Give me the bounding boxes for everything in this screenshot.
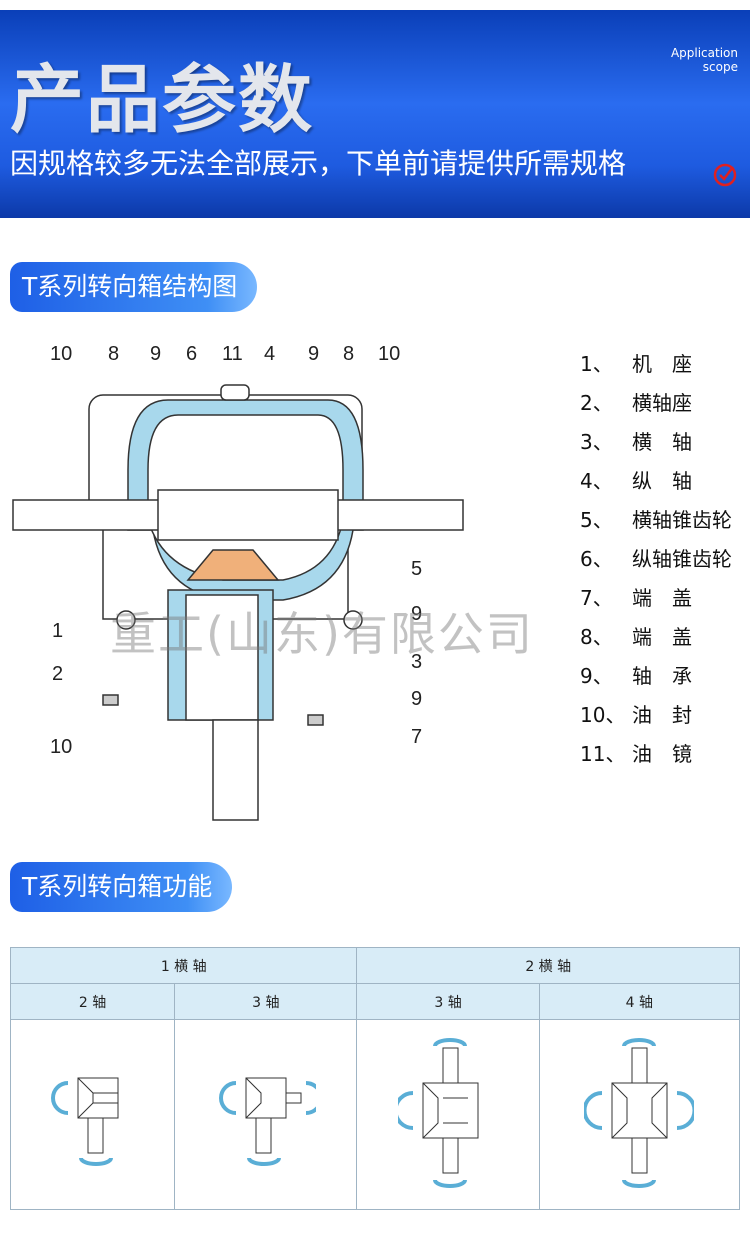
legend-number: 9、 [580, 664, 613, 688]
gearbox-3-axis-icon [218, 1077, 323, 1166]
legend-label: 油 镜 [632, 742, 692, 766]
page-title: 产品参数 [10, 57, 314, 143]
col-header: 2 轴 [9, 983, 176, 1020]
section-title-function: T系列转向箱功能 [10, 862, 233, 912]
callout-1: 1 [52, 620, 63, 642]
legend-label: 纵轴锥齿轮 [632, 547, 732, 571]
callout-9: 9 [150, 343, 161, 365]
legend-label: 横轴座 [632, 391, 692, 415]
config-2-axis [9, 1019, 176, 1210]
legend-number: 5、 [580, 508, 613, 532]
config-3-axis-b [356, 1019, 540, 1210]
callout-5: 5 [411, 558, 422, 580]
legend-number: 1、 [580, 352, 613, 376]
gearbox-3-axis-b-icon [393, 1037, 479, 1188]
callout-10: 10 [50, 343, 72, 365]
callout-9: 9 [411, 603, 422, 625]
legend-item: 8、端 盖 [580, 621, 732, 660]
watermark: 重工(山东)有限公司 [110, 607, 534, 661]
legend-label: 端 盖 [632, 586, 692, 610]
legend-number: 4、 [580, 469, 613, 493]
legend-number: 7、 [580, 586, 613, 610]
legend-item: 6、纵轴锥齿轮 [580, 543, 732, 582]
config-3-axis [174, 1019, 358, 1210]
legend-label: 机 座 [632, 352, 692, 376]
legend-item: 10、油 封 [580, 699, 732, 738]
page-subtitle: 因规格较多无法全部展示，下单前请提供所需规格 [10, 147, 627, 180]
callout-4: 4 [264, 343, 275, 365]
callout-3: 3 [411, 651, 422, 673]
legend-label: 轴 承 [632, 664, 692, 688]
col-header: 3 轴 [356, 983, 540, 1020]
legend-number: 3、 [580, 430, 613, 454]
gearbox-2-axis-icon [50, 1077, 119, 1166]
gearbox-4-axis-icon [582, 1037, 697, 1188]
legend-number: 6、 [580, 547, 613, 571]
legend-item: 7、端 盖 [580, 582, 732, 621]
callout-9: 9 [411, 688, 422, 710]
legend-number: 10、 [580, 703, 626, 727]
col-header: 4 轴 [538, 983, 741, 1020]
legend-item: 11、油 镜 [580, 738, 732, 777]
callout-8: 8 [343, 343, 354, 365]
legend-item: 1、机 座 [580, 348, 732, 387]
legend-number: 11、 [580, 742, 626, 766]
legend-label: 端 盖 [632, 625, 692, 649]
legend-item: 9、轴 承 [580, 660, 732, 699]
callout-11: 11 [222, 343, 243, 365]
group-header: 2 横 轴 [356, 947, 740, 984]
app-label-line1: Application [670, 46, 738, 60]
callout-8: 8 [108, 343, 119, 365]
legend-label: 油 封 [632, 703, 692, 727]
legend-label: 横 轴 [632, 430, 692, 454]
legend-item: 4、纵 轴 [580, 465, 732, 504]
section-title-structure: T系列转向箱结构图 [10, 262, 258, 312]
group-header: 1 横 轴 [9, 947, 358, 984]
legend-label: 横轴锥齿轮 [632, 508, 732, 532]
legend-label: 纵 轴 [632, 469, 692, 493]
legend-number: 2、 [580, 391, 613, 415]
legend-number: 8、 [580, 625, 613, 649]
check-circle-icon [713, 163, 737, 187]
config-4-axis [538, 1019, 741, 1210]
gearbox-structure-diagram: 10 8 9 6 11 4 9 8 10 5 9 3 9 7 1 2 10 [12, 343, 464, 821]
callout-7: 7 [411, 726, 422, 748]
col-header: 3 轴 [174, 983, 358, 1020]
callout-9: 9 [308, 343, 319, 365]
legend-item: 3、横 轴 [580, 426, 732, 465]
app-label-line2: scope [702, 60, 738, 74]
callout-2: 2 [52, 663, 63, 685]
callout-10: 10 [50, 736, 72, 758]
callout-6: 6 [186, 343, 197, 365]
callout-10: 10 [378, 343, 400, 365]
legend-item: 5、横轴锥齿轮 [580, 504, 732, 543]
legend-item: 2、横轴座 [580, 387, 732, 426]
